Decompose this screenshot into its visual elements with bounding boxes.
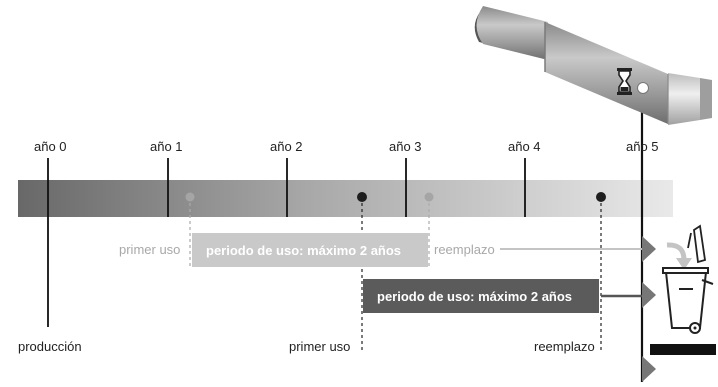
year-label-4: año 4 bbox=[508, 139, 541, 154]
extinguisher-icon bbox=[474, 6, 712, 125]
year-label-2: año 2 bbox=[270, 139, 303, 154]
production-label: producción bbox=[18, 339, 82, 354]
dark-usage-period: periodo de uso: máximo 2 años bbox=[363, 279, 599, 313]
dark-replacement-label: reemplazo bbox=[534, 339, 595, 354]
year-label-3: año 3 bbox=[389, 139, 422, 154]
light-replacement-dot bbox=[424, 192, 434, 202]
dark-replacement-dot bbox=[596, 192, 606, 202]
dark-first-use-label: primer uso bbox=[289, 339, 351, 354]
year-label-5: año 5 bbox=[626, 139, 659, 154]
timeline-bar bbox=[18, 180, 673, 217]
light-usage-period: periodo de uso: máximo 2 años bbox=[192, 233, 428, 267]
year5-marker-dot bbox=[637, 82, 649, 94]
light-replacement-label: reemplazo bbox=[434, 242, 495, 257]
dark-usage-period-text: periodo de uso: máximo 2 años bbox=[377, 288, 573, 304]
chevron-right-icon bbox=[642, 356, 656, 382]
light-first-use-label: primer uso bbox=[119, 242, 181, 257]
year-label-0: año 0 bbox=[34, 139, 67, 154]
disposal-bin-icon bbox=[650, 224, 716, 355]
recycle-arrow-icon bbox=[666, 242, 687, 261]
light-first-use-dot bbox=[185, 192, 195, 202]
light-usage-period-text: periodo de uso: máximo 2 años bbox=[206, 242, 402, 258]
chevron-right-icon bbox=[642, 282, 656, 308]
chevron-right-icon bbox=[642, 236, 656, 262]
dark-first-use-dot bbox=[357, 192, 367, 202]
hourglass-icon bbox=[617, 68, 632, 95]
year-label-1: año 1 bbox=[150, 139, 183, 154]
recycle-arrow-head bbox=[676, 258, 692, 270]
